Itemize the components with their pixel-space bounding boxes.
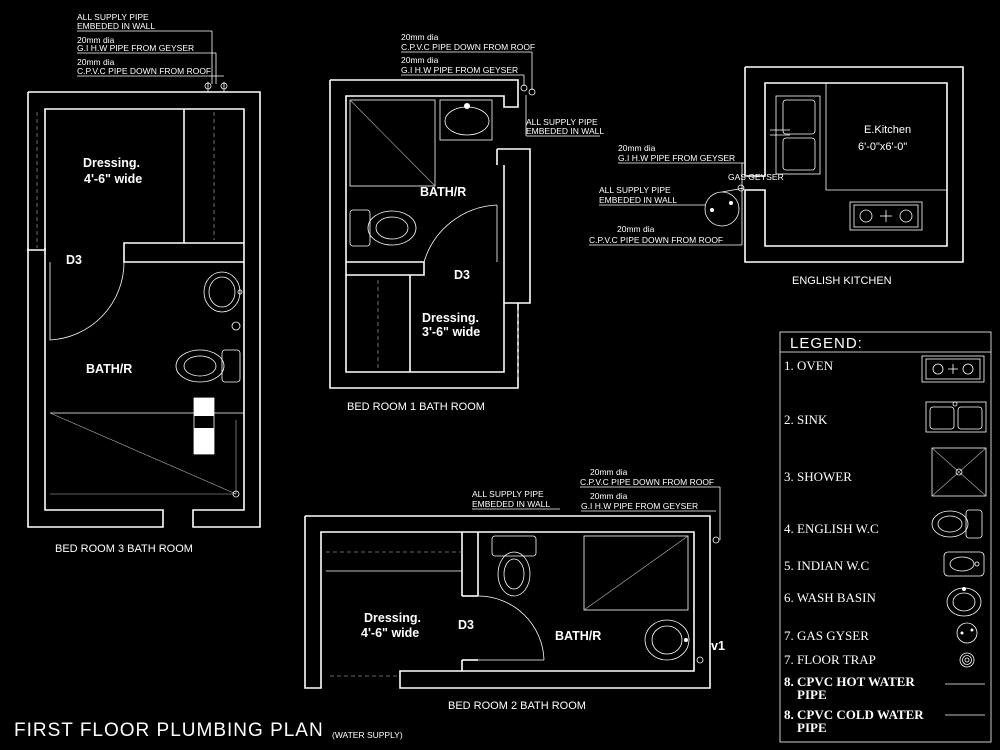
kitchen-note-dia-2: 20mm dia [617,224,655,234]
br1-caption: BED ROOM 1 BATH ROOM [347,401,485,413]
br2-note-embedded-1: ALL SUPPLY PIPE [472,489,544,499]
kitchen-name: E.Kitchen [864,124,911,136]
br2-valve-label: v1 [711,639,725,653]
br1-dressing-label: Dressing. [422,311,479,325]
br3-note-embedded-1: ALL SUPPLY PIPE [77,12,149,22]
br3-dressing-label: Dressing. [83,156,140,170]
bedroom-3-bathroom: Dressing. 4'-6" wide D3 BATH/R BED ROOM … [27,12,261,555]
plan-title: FIRST FLOOR PLUMBING PLAN [14,720,324,741]
br3-note-dia-1: 20mm dia [77,35,115,45]
br1-note-embedded-2: EMBEDED IN WALL [526,126,604,136]
br3-door-label: D3 [66,253,82,267]
sink-icon [925,401,987,433]
indian-wc-icon [943,551,985,577]
legend-item-floor-trap: 7. FLOOR TRAP [784,652,876,667]
legend-item-indian-wc: 5. INDIAN W.C [784,558,869,573]
br3-note-cpvc: C.P.V.C PIPE DOWN FROM ROOF [77,66,211,76]
br3-note-gi: G.I H.W PIPE FROM GEYSER [77,43,194,53]
legend-item-cold-water-2: PIPE [797,720,827,735]
legend-item-oven: 1. OVEN [784,358,834,373]
br1-dressing-size: 3'-6" wide [422,325,480,339]
shower-icon [931,447,987,497]
legend-item-english-wc: 4. ENGLISH W.C [784,521,879,536]
br2-note-gi: G.I H.W PIPE FROM GEYSER [581,501,698,511]
kitchen-note-cpvc: C.P.V.C PIPE DOWN FROM ROOF [589,235,723,245]
br2-door-label: D3 [458,618,474,632]
wash-basin-icon [946,587,982,617]
legend-item-hot-water-2: PIPE [797,687,827,702]
plan-subtitle: (WATER SUPPLY) [332,730,403,740]
br3-note-embedded-2: EMBEDED IN WALL [77,21,155,31]
br2-note-embedded-2: EMBEDED IN WALL [472,499,550,509]
br2-dressing-size: 4'-6" wide [361,626,419,640]
br1-note-embedded-1: ALL SUPPLY PIPE [526,117,598,127]
legend-heading: LEGEND: [790,335,863,352]
legend: LEGEND: 1. OVEN 2. SINK 3. SHOWER 4. ENG… [779,331,992,743]
bedroom-2-bathroom: Dressing. 4'-6" wide D3 BATH/R v1 BED RO… [304,467,725,712]
legend-item-wash-basin: 6. WASH BASIN [784,590,876,605]
oven-icon [921,355,985,383]
br2-note-dia-1: 20mm dia [590,467,628,477]
gas-geyser-icon [956,622,978,644]
br3-bath-label: BATH/R [86,362,132,376]
kitchen-note-gi: G.I H.W PIPE FROM GEYSER [618,153,735,163]
br3-note-dia-2: 20mm dia [77,57,115,67]
br2-dressing-label: Dressing. [364,611,421,625]
legend-item-hot-water: 8. CPVC HOT WATER [784,674,915,689]
drawing-title: FIRST FLOOR PLUMBING PLAN (WATER SUPPLY) [14,720,403,741]
legend-item-cold-water: 8. CPVC COLD WATER [784,707,924,722]
br2-caption: BED ROOM 2 BATH ROOM [448,700,586,712]
br2-note-cpvc: C.P.V.C PIPE DOWN FROM ROOF [580,477,714,487]
br1-note-cpvc: C.P.V.C PIPE DOWN FROM ROOF [401,42,535,52]
br3-dressing-size: 4'-6" wide [84,172,142,186]
kitchen-size: 6'-0"x6'-0" [858,141,907,153]
br1-note-dia-2: 20mm dia [401,55,439,65]
kitchen-caption: ENGLISH KITCHEN [792,275,892,287]
br1-note-gi: G.I H.W PIPE FROM GEYSER [401,65,518,75]
legend-item-shower: 3. SHOWER [784,469,852,484]
legend-item-gas-geyser: 7. GAS GYSER [784,628,869,643]
kitchen-note-embedded-1: ALL SUPPLY PIPE [599,185,671,195]
bedroom-1-bathroom: BATH/R D3 Dressing. 3'-6" wide BED ROOM … [329,32,604,413]
kitchen-gas-geyser-label: GAS GEYSER [728,172,784,182]
br3-caption: BED ROOM 3 BATH ROOM [55,543,193,555]
english-kitchen: GAS GEYSER E.Kitchen 6'-0"x6'-0" ENGLISH… [589,66,964,287]
kitchen-note-embedded-2: EMBEDED IN WALL [599,195,677,205]
legend-item-sink: 2. SINK [784,412,828,427]
br1-bath-label: BATH/R [420,185,466,199]
floor-trap-icon [959,652,975,668]
br1-note-dia-1: 20mm dia [401,32,439,42]
br2-note-dia-2: 20mm dia [590,491,628,501]
br2-bath-label: BATH/R [555,629,601,643]
english-wc-icon [931,509,983,539]
kitchen-note-dia-1: 20mm dia [618,143,656,153]
br1-door-label: D3 [454,268,470,282]
